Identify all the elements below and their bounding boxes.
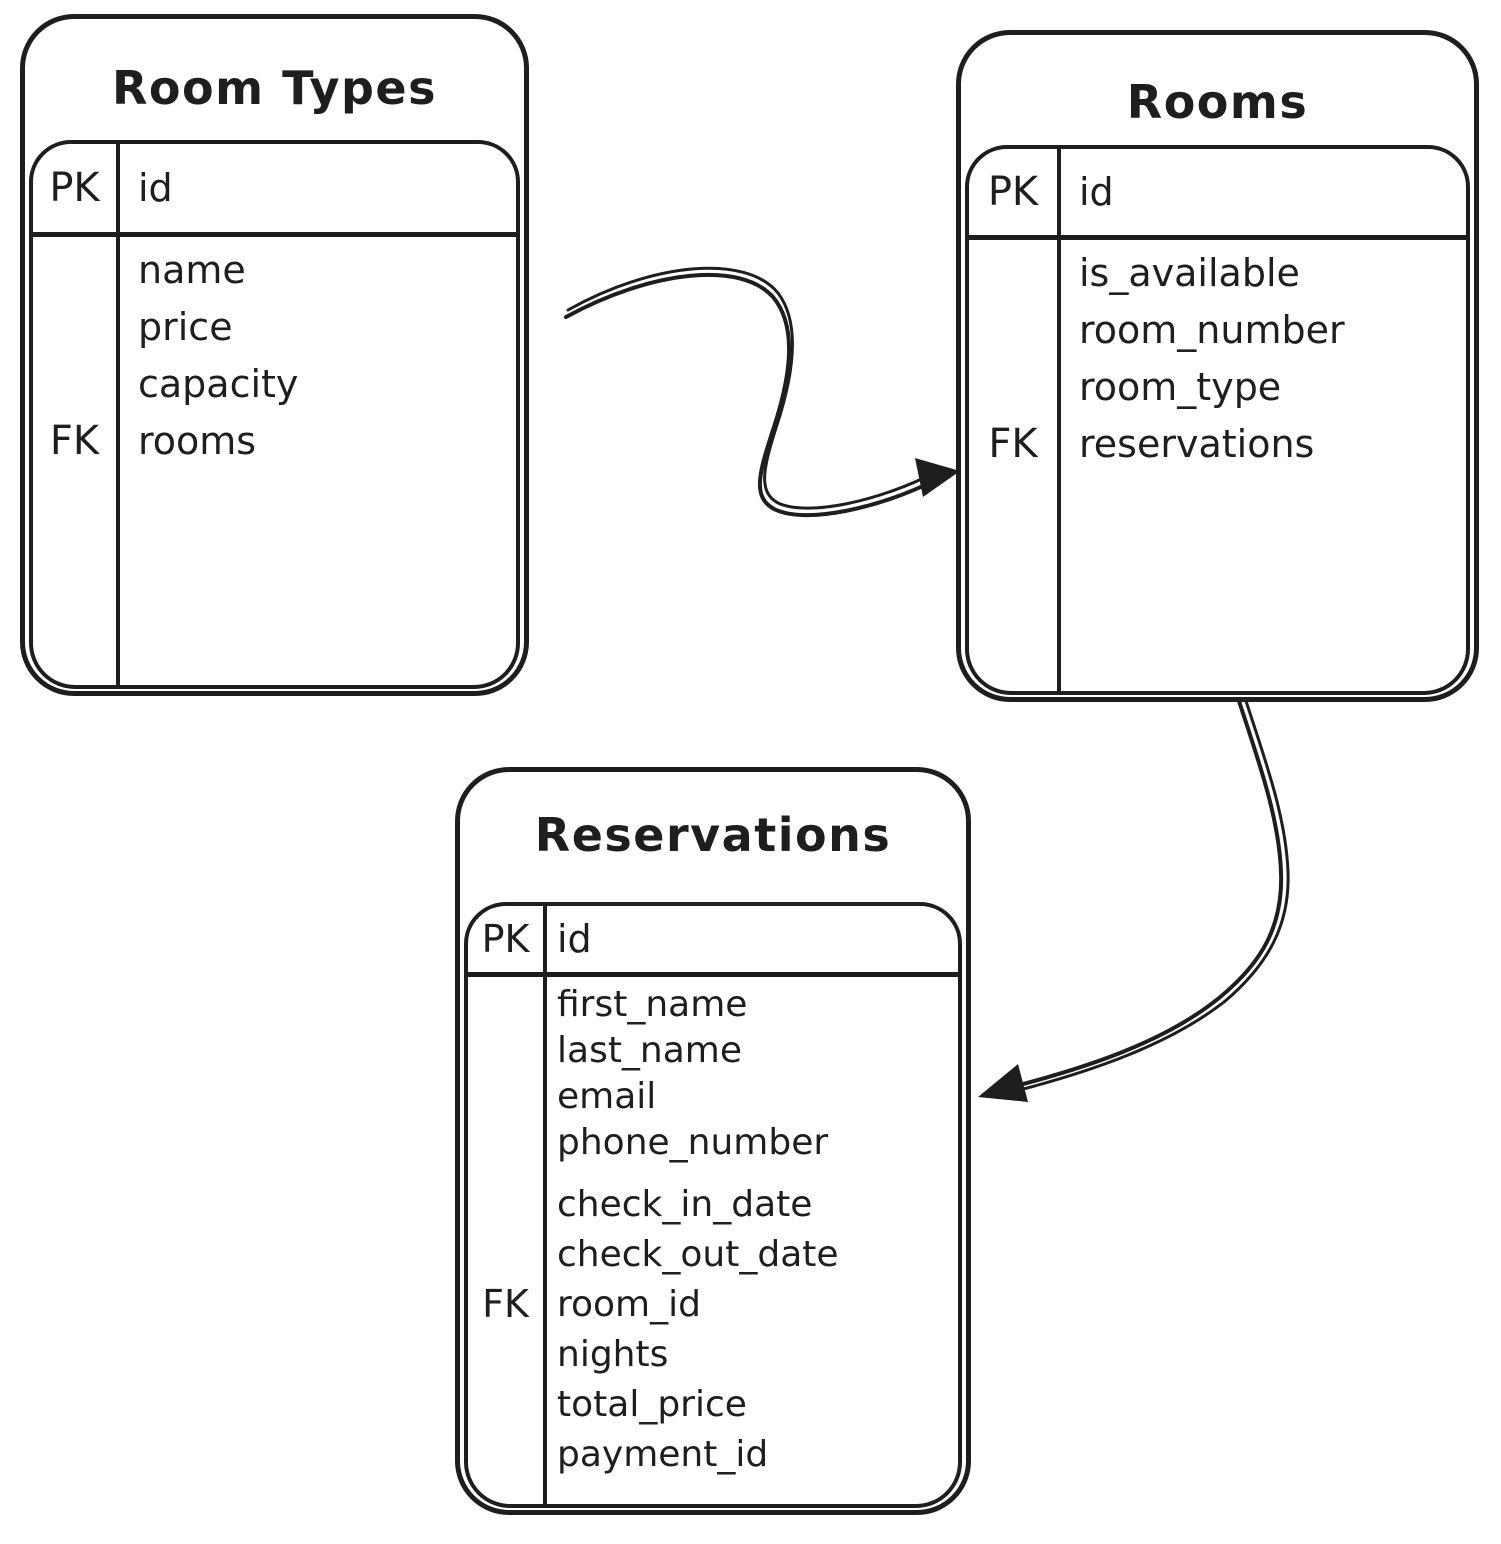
field-name: reservations xyxy=(1079,421,1315,466)
entity-table-room-types: Room Types PK id name price capacity xyxy=(20,14,529,696)
field-name: rooms xyxy=(138,418,257,463)
field-name: is_available xyxy=(1079,250,1300,295)
arrowhead xyxy=(915,458,960,497)
field-name: check_in_date xyxy=(557,1183,813,1225)
table-fields-panel: PK id first_name last_name email xyxy=(464,902,962,1508)
field-row: last_name xyxy=(468,1027,958,1073)
entity-table-rooms: Rooms PK id is_available room_number roo… xyxy=(956,30,1479,702)
field-row: price xyxy=(33,298,516,355)
pk-field-name: id xyxy=(138,166,173,210)
table-title: Rooms xyxy=(1126,75,1309,129)
field-row: nights xyxy=(468,1329,958,1379)
field-name: email xyxy=(557,1075,657,1117)
field-name: nights xyxy=(557,1333,669,1375)
pk-badge: PK xyxy=(49,165,100,211)
key-column-divider xyxy=(543,906,547,1504)
field-name: total_price xyxy=(557,1383,747,1425)
field-row: FK reservations xyxy=(969,415,1466,472)
entity-table-reservations: Reservations PK id first_name last_name … xyxy=(455,767,971,1515)
relation-rooms-to-reservations xyxy=(978,699,1290,1102)
pk-field-name: id xyxy=(1079,170,1114,214)
fk-badge: FK xyxy=(988,420,1038,467)
key-column-divider xyxy=(116,144,120,685)
primary-key-row: PK id xyxy=(33,144,516,237)
table-title: Reservations xyxy=(534,808,892,862)
relation-room-types-to-rooms xyxy=(564,266,960,518)
field-row: FK rooms xyxy=(33,412,516,469)
field-row: room_type xyxy=(969,358,1466,415)
field-row: first_name xyxy=(468,981,958,1027)
field-name: first_name xyxy=(557,983,748,1025)
table-title: Room Types xyxy=(112,61,437,115)
field-row: room_number xyxy=(969,301,1466,358)
field-rows: is_available room_number room_type FK re… xyxy=(969,240,1466,472)
table-fields-panel: PK id name price capacity FK roo xyxy=(29,140,520,689)
primary-key-row: PK id xyxy=(468,906,958,977)
field-row: name xyxy=(33,241,516,298)
relation-line xyxy=(1006,699,1284,1090)
field-name: capacity xyxy=(138,361,299,406)
table-fields-panel: PK id is_available room_number room_type… xyxy=(965,145,1470,695)
field-name: price xyxy=(138,304,233,349)
pk-field-name: id xyxy=(557,917,592,961)
field-name: name xyxy=(138,247,246,292)
field-row: FK room_id xyxy=(468,1279,958,1329)
field-row: check_in_date xyxy=(468,1179,958,1229)
field-row: capacity xyxy=(33,355,516,412)
fk-badge: FK xyxy=(482,1282,529,1326)
field-name: room_id xyxy=(557,1283,701,1325)
field-name: room_type xyxy=(1079,364,1282,409)
field-row: phone_number xyxy=(468,1119,958,1165)
field-row: email xyxy=(468,1073,958,1119)
arrowhead xyxy=(978,1064,1028,1102)
relation-line-sketch-echo xyxy=(1010,699,1290,1094)
field-rows: name price capacity FK rooms xyxy=(33,237,516,469)
pk-badge: PK xyxy=(987,169,1039,215)
field-name: room_number xyxy=(1079,307,1345,352)
field-name: phone_number xyxy=(557,1121,829,1163)
field-name: last_name xyxy=(557,1029,743,1071)
field-row: payment_id xyxy=(468,1429,958,1479)
relation-line xyxy=(564,273,942,518)
field-name: check_out_date xyxy=(557,1233,839,1275)
field-row: total_price xyxy=(468,1379,958,1429)
field-name: payment_id xyxy=(557,1433,769,1475)
fk-badge: FK xyxy=(49,417,100,464)
field-rows: first_name last_name email phone_number … xyxy=(468,977,958,1479)
field-row: is_available xyxy=(969,244,1466,301)
primary-key-row: PK id xyxy=(969,149,1466,240)
field-row: check_out_date xyxy=(468,1229,958,1279)
relation-line-sketch-echo xyxy=(566,266,938,510)
key-column-divider xyxy=(1057,149,1061,691)
pk-badge: PK xyxy=(481,917,530,961)
